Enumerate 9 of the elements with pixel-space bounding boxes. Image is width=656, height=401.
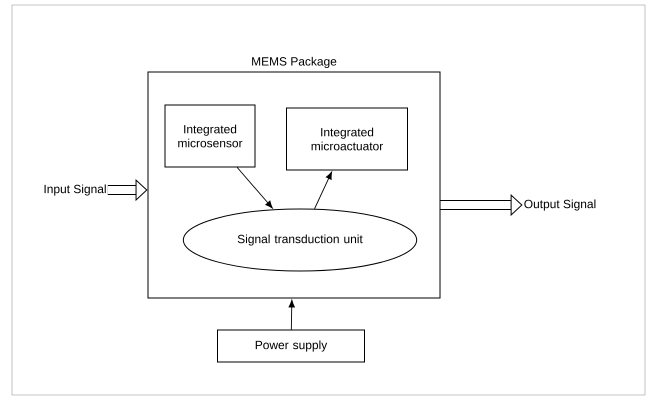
process-box: Integrated microsensor [164, 104, 256, 168]
process-box: Power supply [217, 330, 365, 362]
arrow [314, 172, 332, 210]
arrow [236, 167, 273, 208]
process-box: Integrated microactuator [286, 108, 408, 170]
arrow [288, 300, 295, 330]
signal-label: Input Signal [44, 184, 106, 196]
node-label: MEMS Package [252, 56, 336, 68]
signal-label: Output Signal [524, 199, 596, 211]
